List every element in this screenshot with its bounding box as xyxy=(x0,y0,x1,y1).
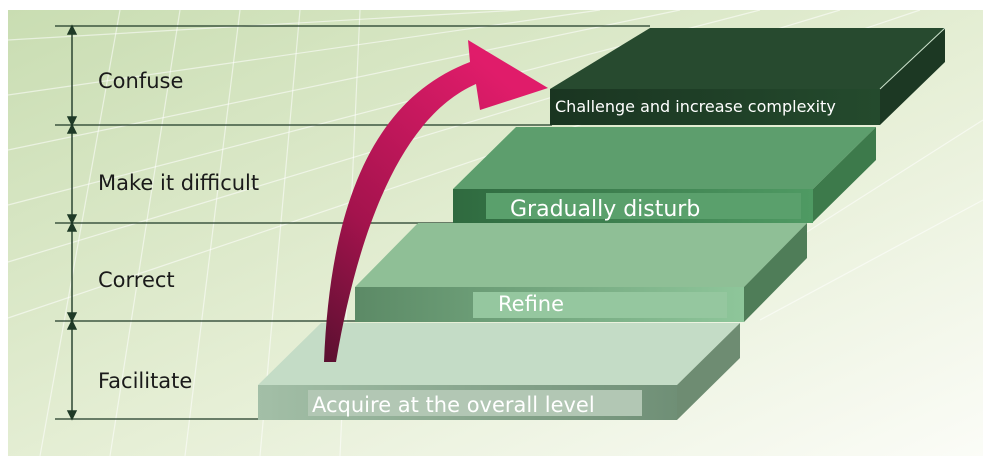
step-4-acquire xyxy=(258,323,740,420)
level-label-correct: Correct xyxy=(98,268,175,292)
level-label-make-it-difficult: Make it difficult xyxy=(98,171,259,195)
progression-arrow-icon xyxy=(324,40,548,362)
step-label-gradually-disturb: Gradually disturb xyxy=(510,197,700,222)
step-3-refine xyxy=(355,223,807,322)
step-label-acquire: Acquire at the overall level xyxy=(312,393,595,417)
level-label-facilitate: Facilitate xyxy=(98,369,192,393)
step-1-challenge xyxy=(550,27,946,125)
level-divider-lines xyxy=(55,25,650,420)
level-height-arrows xyxy=(66,24,78,421)
step-label-challenge: Challenge and increase complexity xyxy=(555,97,836,116)
step-label-refine: Refine xyxy=(498,292,564,316)
step-2-gradually-disturb xyxy=(453,127,876,223)
level-label-confuse: Confuse xyxy=(98,69,183,93)
